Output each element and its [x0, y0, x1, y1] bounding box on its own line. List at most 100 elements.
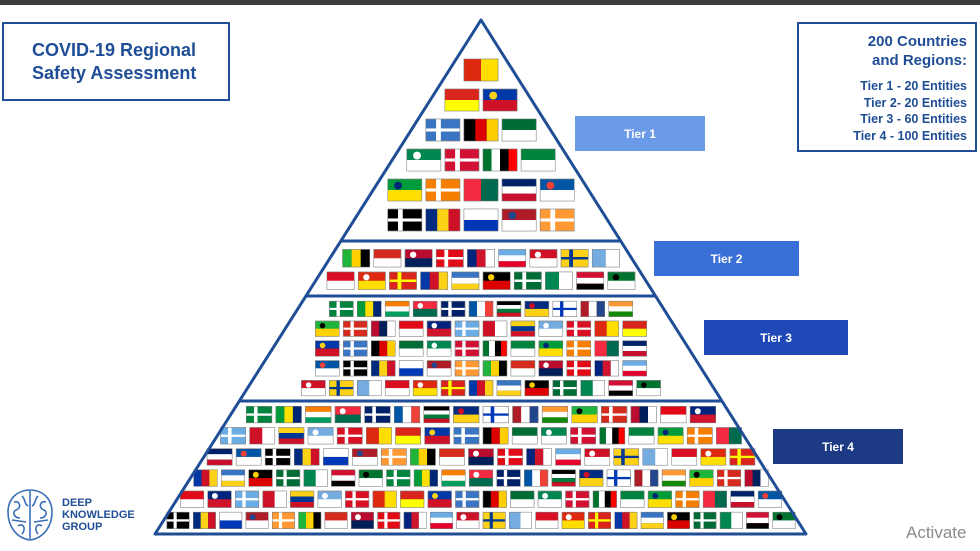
- country-flag: [358, 469, 383, 487]
- country-flag: [463, 118, 499, 142]
- country-flag: [403, 511, 427, 529]
- company-logo: DEEP KNOWLEDGE GROUP: [4, 486, 164, 546]
- country-flag: [352, 448, 378, 466]
- country-flag: [373, 249, 402, 268]
- country-flag: [636, 380, 661, 397]
- country-flag: [580, 380, 605, 397]
- country-flag: [326, 271, 355, 290]
- country-flag: [357, 300, 382, 317]
- country-flag: [372, 490, 397, 508]
- country-flag: [329, 380, 354, 397]
- country-flag: [510, 340, 536, 357]
- country-flag: [594, 340, 619, 357]
- info-tier-3: Tier 3 - 60 Entities: [860, 112, 967, 126]
- country-flag: [647, 490, 672, 508]
- country-flag: [501, 208, 537, 232]
- country-flag: [702, 490, 727, 508]
- country-flag: [482, 88, 518, 112]
- country-flag: [539, 208, 575, 232]
- country-flag: [336, 427, 363, 445]
- country-flag: [456, 511, 480, 529]
- country-flag: [430, 511, 453, 529]
- info-heading-2: and Regions:: [871, 52, 967, 69]
- country-flag: [377, 511, 401, 529]
- country-flag: [193, 469, 218, 487]
- country-flag: [537, 490, 562, 508]
- country-flag: [463, 208, 499, 232]
- logo-line-3: GROUP: [62, 521, 103, 533]
- country-flag: [509, 511, 532, 529]
- country-flag: [404, 249, 433, 268]
- country-flag: [689, 469, 714, 487]
- country-flag: [426, 360, 452, 377]
- country-flag: [329, 300, 354, 317]
- country-flag: [580, 300, 605, 317]
- country-flag: [323, 448, 349, 466]
- entity-count-box: 200 Countries and Regions: Tier 1 - 20 E…: [797, 22, 977, 152]
- country-flag: [482, 490, 507, 508]
- country-flag: [307, 427, 334, 445]
- country-flag: [566, 340, 592, 357]
- country-flag: [342, 249, 371, 268]
- country-flag: [538, 340, 564, 357]
- country-flag: [301, 380, 326, 397]
- country-flag: [331, 469, 356, 487]
- country-flag: [439, 448, 465, 466]
- country-flag: [560, 249, 589, 268]
- country-flag: [315, 340, 340, 357]
- country-flag: [700, 448, 727, 466]
- country-flag: [451, 271, 480, 290]
- country-flag: [246, 406, 273, 424]
- title-line-1: COVID-19 Regional: [32, 39, 197, 60]
- country-flag: [630, 406, 657, 424]
- country-flag: [584, 448, 610, 466]
- country-flag: [613, 448, 639, 466]
- country-flag: [398, 340, 424, 357]
- country-flag: [271, 511, 295, 529]
- country-flag: [511, 427, 538, 445]
- country-flag: [524, 380, 550, 397]
- country-flag: [545, 271, 573, 290]
- country-flag: [440, 300, 466, 317]
- country-flag: [463, 58, 499, 82]
- country-flag: [510, 360, 536, 377]
- country-flag: [660, 406, 687, 424]
- country-flag: [482, 320, 508, 337]
- country-flag: [552, 380, 578, 397]
- country-flag: [398, 360, 424, 377]
- country-flag: [220, 469, 246, 487]
- country-flag: [482, 406, 509, 424]
- country-flag: [622, 360, 647, 377]
- country-flag: [381, 448, 407, 466]
- country-flag: [426, 340, 452, 357]
- country-flag: [364, 406, 391, 424]
- country-flag: [757, 490, 782, 508]
- country-flag: [290, 490, 315, 508]
- country-flag: [620, 490, 645, 508]
- country-flag: [454, 320, 480, 337]
- country-flag: [496, 469, 521, 487]
- country-flag: [501, 118, 537, 142]
- country-flag: [520, 148, 556, 172]
- country-flag: [206, 448, 233, 466]
- country-flag: [441, 469, 466, 487]
- country-flag: [524, 469, 549, 487]
- country-flag: [400, 490, 425, 508]
- pyramid-outline: [153, 18, 808, 536]
- country-flag: [389, 271, 417, 290]
- country-flag: [264, 448, 291, 466]
- country-flag: [510, 490, 535, 508]
- info-heading-1: 200 Countries: [867, 33, 967, 50]
- country-flag: [729, 448, 756, 466]
- country-flag: [526, 448, 552, 466]
- country-flag: [642, 448, 669, 466]
- country-flag: [278, 427, 305, 445]
- country-flag: [601, 406, 628, 424]
- country-flag: [384, 300, 410, 317]
- country-flag: [566, 320, 592, 337]
- country-flag: [538, 320, 564, 337]
- country-flag: [716, 427, 742, 445]
- info-tier-4: Tier 4 - 100 Entities: [853, 128, 967, 143]
- country-flag: [591, 249, 620, 268]
